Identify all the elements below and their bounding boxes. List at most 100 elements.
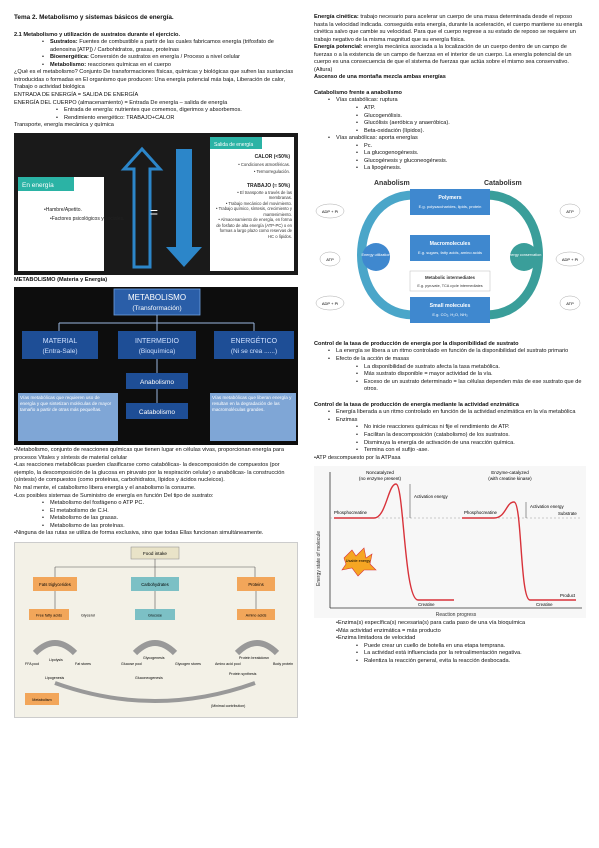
svg-text:Glycogen stores: Glycogen stores bbox=[175, 662, 201, 666]
rate-limiting-item: Ralentiza la reacción general, evita la … bbox=[356, 658, 586, 666]
rate-limiting: •Enzima limitadora de velocidad bbox=[336, 635, 416, 642]
svg-text:Glucose: Glucose bbox=[148, 613, 162, 617]
right-column: Energía cinética: trabajo necesario para… bbox=[314, 14, 586, 665]
para-metabolism: •Metabolismo, conjunto de reacciones quí… bbox=[14, 447, 284, 461]
svg-text:Glucose pool: Glucose pool bbox=[121, 662, 142, 666]
svg-text:Amino acids: Amino acids bbox=[246, 613, 267, 617]
svg-text:ENERGÉTICO: ENERGÉTICO bbox=[231, 336, 278, 345]
control-substrate-text: La energía se libera a un ritmo controla… bbox=[328, 348, 586, 356]
para-reactions: •Las reacciones metabólicas pueden clasi… bbox=[14, 462, 285, 484]
pathway-svg: Food intake Fats triglycerides Carbohydr… bbox=[25, 546, 293, 708]
svg-text:Energy state of molecule: Energy state of molecule bbox=[316, 531, 322, 586]
para-simultaneous: •Ninguna de las rutas se utiliza de form… bbox=[14, 530, 264, 537]
enzyme-item: Disminuya la energía de activación de un… bbox=[356, 440, 586, 448]
mass-action-heading: Efecto de la acción de masas bbox=[328, 356, 586, 364]
section-heading: 2.1 Metabolismo y utilización de sustrat… bbox=[14, 31, 180, 38]
svg-text:•Hambre/Apetito.: •Hambre/Apetito. bbox=[44, 207, 82, 213]
energy-input-note: Entrada de energía: nutrientes que comem… bbox=[56, 107, 298, 115]
svg-text:•Factores psicológicos y socia: •Factores psicológicos y sociales. bbox=[50, 216, 125, 222]
svg-text:FFA pool: FFA pool bbox=[25, 662, 39, 666]
svg-text:Metabolic intermediates: Metabolic intermediates bbox=[425, 275, 476, 280]
energy-input-title: En energía bbox=[22, 182, 54, 189]
energy-burst-icon bbox=[341, 547, 377, 577]
definitions-list: Sustratos: Fuentes de combustible a part… bbox=[14, 39, 298, 69]
svg-text:E.g. sugars, fatty acids, amin: E.g. sugars, fatty acids, amino acids bbox=[418, 250, 482, 255]
svg-text:ATP: ATP bbox=[326, 257, 334, 262]
anabolic-item: La glucogenogénesis. bbox=[356, 150, 586, 158]
svg-text:(with creatine kinase): (with creatine kinase) bbox=[488, 476, 532, 481]
svg-text:Fats triglycerides: Fats triglycerides bbox=[39, 582, 71, 587]
anabolic-item: Glucogénesis y gluconeogénesis. bbox=[356, 158, 586, 166]
enzyme-activity: •Más actividad enzimática = más producto bbox=[336, 627, 441, 634]
enzyme-specific: •Enzima(s) específica(s) necesaria(s) pa… bbox=[336, 620, 526, 627]
svg-text:MATERIAL: MATERIAL bbox=[43, 338, 78, 345]
svg-text:(Ni se crea ......): (Ni se crea ......) bbox=[231, 348, 277, 355]
svg-text:ADP + Pi: ADP + Pi bbox=[322, 301, 338, 306]
svg-text:E.g. pyruvate, TCA cycle inter: E.g. pyruvate, TCA cycle intermediates bbox=[417, 284, 482, 288]
svg-text:ATP: ATP bbox=[566, 209, 574, 214]
svg-text:(Minimal contribution): (Minimal contribution) bbox=[211, 704, 245, 708]
svg-text:Enzyme-catalyzed: Enzyme-catalyzed bbox=[491, 470, 529, 475]
svg-text:(Entra-Sale): (Entra-Sale) bbox=[42, 348, 77, 355]
svg-text:Protein breakdown: Protein breakdown bbox=[239, 656, 269, 660]
svg-text:Lipolysis: Lipolysis bbox=[49, 658, 63, 662]
svg-text:Protein synthesis: Protein synthesis bbox=[229, 672, 257, 676]
svg-text:Lipogenesis: Lipogenesis bbox=[45, 676, 64, 680]
left-column: Tema 2. Metabolismo y sistemas básicos d… bbox=[14, 14, 298, 718]
metabolism-question: ¿Qué es el metabolismo? Conjunto De tran… bbox=[14, 69, 294, 91]
document-title: Tema 2. Metabolismo y sistemas básicos d… bbox=[14, 14, 174, 21]
kinetic-energy: Energía cinética: trabajo necesario para… bbox=[314, 14, 583, 43]
svg-text:Creatine: Creatine bbox=[536, 602, 553, 607]
svg-text:Salida de energía: Salida de energía bbox=[214, 142, 253, 148]
activation-svg: Energy state of molecule Reaction progre… bbox=[314, 466, 586, 619]
energy-output-note: Rendimiento energético: TRABAJO+CALOR bbox=[56, 115, 298, 123]
control-enzyme-heading: Control de la tasa de producción de ener… bbox=[314, 401, 519, 408]
svg-text:=: = bbox=[150, 204, 158, 220]
svg-text:Substrate: Substrate bbox=[558, 511, 577, 516]
system-item: Metabolismo de las proteínas. bbox=[42, 523, 298, 531]
metabolism-diagram: METABOLISMO (Transformación) MATERIAL (E… bbox=[14, 287, 298, 446]
arrow-up-icon bbox=[120, 146, 164, 269]
system-item: El metabolismo de C.H. bbox=[42, 508, 298, 516]
svg-text:(Bioquímica): (Bioquímica) bbox=[139, 348, 175, 355]
svg-text:INTERMEDIO: INTERMEDIO bbox=[135, 338, 180, 345]
svg-text:Creatine: Creatine bbox=[418, 602, 435, 607]
svg-text:Product: Product bbox=[560, 593, 576, 598]
definition-item: Sustratos: Fuentes de combustible a part… bbox=[42, 39, 298, 54]
enzyme-item: Termina con el sufijo -ase. bbox=[356, 447, 586, 455]
svg-text:ATP: ATP bbox=[566, 301, 574, 306]
mountain-note: Ascenso de una montaña mezcla ambas ener… bbox=[314, 74, 446, 81]
svg-text:• Termorregulación.: • Termorregulación. bbox=[254, 169, 290, 174]
svg-text:Proteins: Proteins bbox=[248, 582, 263, 587]
catabolic-item: Glucogenólisis. bbox=[356, 113, 586, 121]
control-enzyme-text: Energía liberada a un ritmo controlado e… bbox=[328, 409, 586, 417]
svg-text:Noncatalyzed: Noncatalyzed bbox=[366, 470, 394, 475]
svg-text:ADP + Pi: ADP + Pi bbox=[322, 209, 338, 214]
noncatalyzed-curve bbox=[334, 483, 454, 601]
enzyme-item: No inicie reacciones químicas ni fije el… bbox=[356, 424, 586, 432]
catabolic-item: ATP. bbox=[356, 105, 586, 113]
rate-limiting-item: La actividad está influenciada por la re… bbox=[356, 650, 586, 658]
mass-action-item: La disponibilidad de sustrato afecta la … bbox=[356, 364, 586, 372]
energy-balance-figure: En energía •Hambre/Apetito. •Factores ps… bbox=[14, 132, 298, 275]
svg-text:(Transformación): (Transformación) bbox=[132, 305, 181, 312]
svg-text:Metabolism: Metabolism bbox=[32, 698, 51, 702]
anabolic-item: La lipogénesis. bbox=[356, 165, 586, 173]
mass-action-item: Más sustrato disponible = mayor activida… bbox=[356, 371, 586, 379]
transport-line: Transporte, energía mecánica y química bbox=[14, 122, 114, 129]
catabolic-item: Beta-oxidación (lípidos). bbox=[356, 128, 586, 136]
svg-text:Macromolecules: Macromolecules bbox=[430, 241, 471, 247]
system-item: Metabolismo del fosfágeno o ATP PC. bbox=[42, 500, 298, 508]
svg-text:Energy utilization: Energy utilization bbox=[362, 253, 391, 257]
svg-text:Activation energy: Activation energy bbox=[530, 504, 564, 509]
metabolism-svg: METABOLISMO (Transformación) MATERIAL (E… bbox=[14, 287, 298, 446]
definition-item: Metabolismo: reacciones químicas en el c… bbox=[42, 62, 298, 70]
atpase-note: •ATP descompuesto por la ATPasa bbox=[314, 454, 401, 461]
energy-balance-1: ENTRADA DE ENERGÍA = SALIDA DE ENERGÍA bbox=[14, 92, 139, 99]
rate-limiting-item: Puede crear un cuello de botella en una … bbox=[356, 643, 586, 651]
catalyzed-curve bbox=[462, 501, 576, 601]
energy-balance-2: ENERGÍA DEL CUERPO (almacenamiento) = En… bbox=[14, 99, 228, 106]
svg-text:Phosphocreatine: Phosphocreatine bbox=[464, 510, 498, 515]
activation-energy-figure: Energy state of molecule Reaction progre… bbox=[314, 466, 586, 619]
